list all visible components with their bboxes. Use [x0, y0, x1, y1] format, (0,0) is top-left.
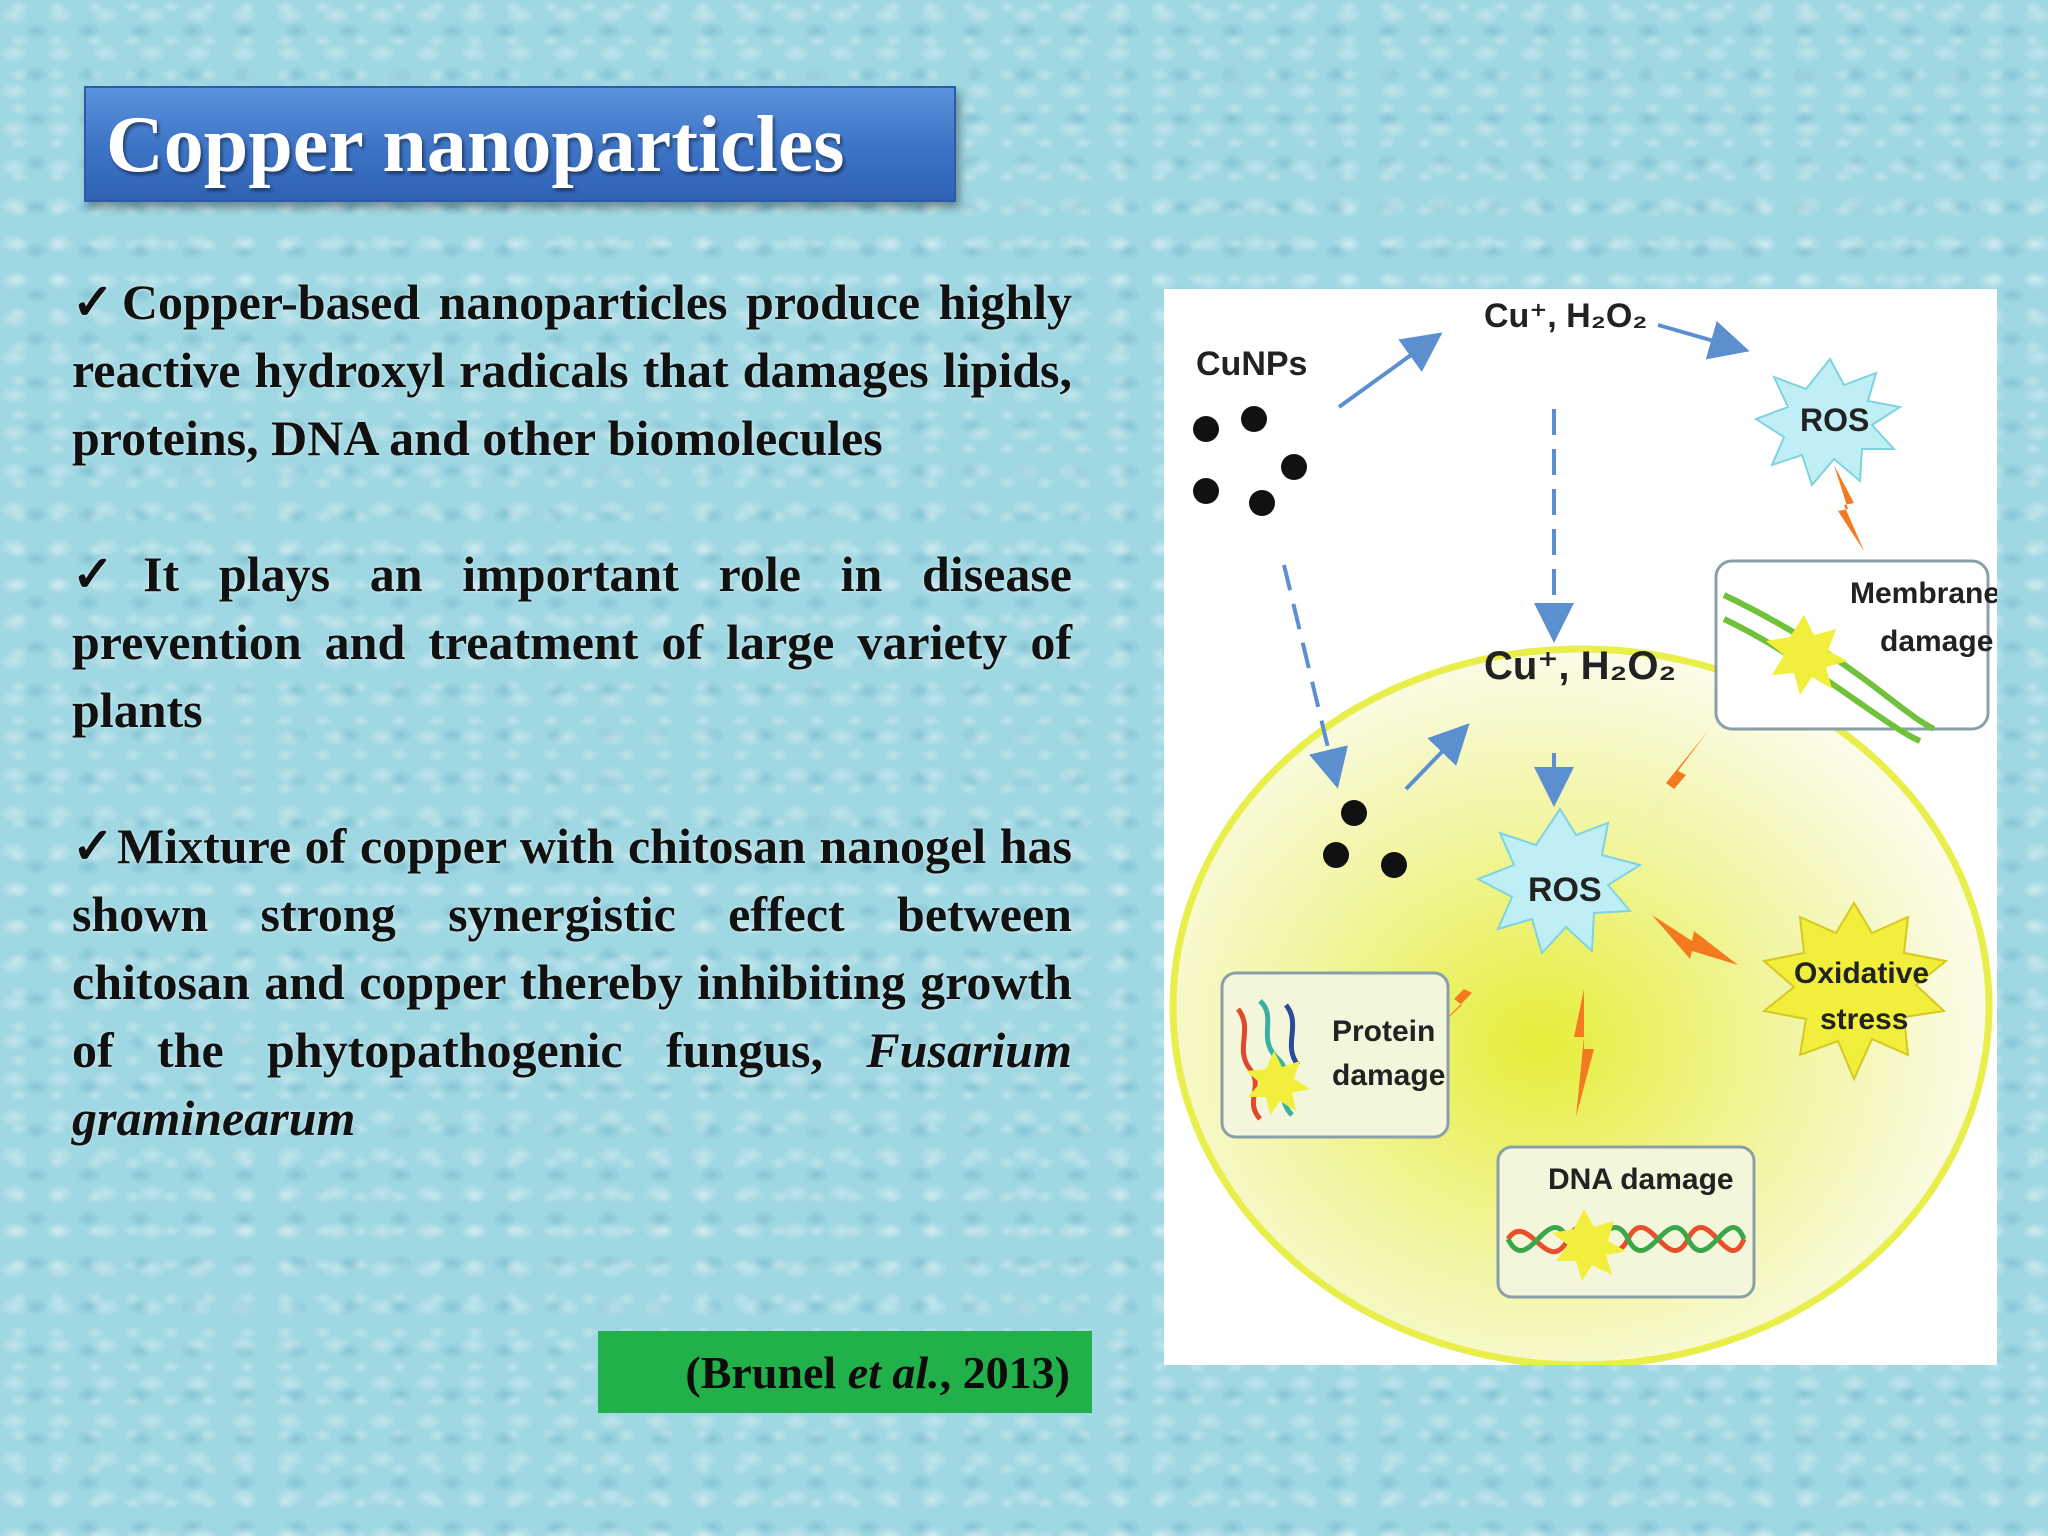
- lightning-icon-to-membrane: [1640, 731, 1708, 829]
- lightning-icon-to-dna: [1574, 989, 1594, 1117]
- membrane-label-line1: Membrane: [1850, 577, 1997, 610]
- dna-damage-label: DNA damage: [1548, 1163, 1734, 1196]
- ros-outside-label: ROS: [1800, 402, 1869, 438]
- arrow-inner-np-to-cu: [1404, 723, 1470, 791]
- check-icon: ✓: [72, 274, 120, 330]
- lipid-bilayer-icon: [1722, 592, 1936, 744]
- lightning-icon-to-oxidative: [1652, 915, 1738, 965]
- arrow-cunps-into-cell: [1282, 564, 1348, 789]
- citation-open: (Brunel: [685, 1346, 848, 1398]
- bullet-text: Mixture of copper with chitosan nanogel …: [72, 818, 1072, 1078]
- nanoparticle-cluster-inside: [1323, 800, 1407, 878]
- bullet-list: ✓Copper-based nanoparticles produce high…: [72, 268, 1072, 1152]
- species-name: Fusarium graminearum: [72, 1022, 1072, 1146]
- cunps-label: CuNPs: [1196, 345, 1307, 383]
- ros-burst-outside: [1753, 357, 1903, 488]
- dna-helix-icon: [1505, 1225, 1747, 1255]
- lightning-icon-to-protein: [1426, 957, 1496, 1039]
- protein-label-line1: Protein: [1332, 1015, 1435, 1048]
- mechanism-figure: CuNPs Cu⁺, H₂O₂ ROS Membrane damage Cu⁺: [1164, 289, 1997, 1365]
- ros-burst-inside: [1475, 807, 1643, 955]
- damage-burst-protein: [1246, 1051, 1310, 1115]
- lightning-icon-membrane: [1834, 465, 1864, 551]
- bullet-item-copper-radicals: ✓Copper-based nanoparticles produce high…: [72, 268, 1072, 472]
- damage-burst-membrane: [1766, 615, 1848, 695]
- bullet-item-chitosan-synergy: ✓Mixture of copper with chitosan nanogel…: [72, 812, 1072, 1152]
- ros-inside-label: ROS: [1528, 871, 1602, 909]
- nanoparticle-cluster-outside: [1193, 406, 1307, 516]
- oxidative-stress-burst: [1761, 901, 1949, 1082]
- check-icon: ✓: [72, 546, 142, 602]
- membrane-label-line2: damage: [1880, 625, 1993, 658]
- citation-etal: et al.: [847, 1346, 940, 1398]
- citation-badge: (Brunel et al., 2013): [598, 1331, 1092, 1413]
- citation-close: , 2013): [939, 1346, 1070, 1398]
- bullet-text: Copper-based nanoparticles produce highl…: [72, 274, 1072, 466]
- mechanism-diagram: CuNPs Cu⁺, H₂O₂ ROS Membrane damage Cu⁺: [1169, 297, 1997, 1365]
- cu-h2o2-inside-label: Cu⁺, H₂O₂: [1484, 644, 1676, 688]
- membrane-damage-box: [1714, 559, 1990, 731]
- slide-title: Copper nanoparticles: [106, 101, 845, 189]
- arrow-cu-to-ros: [1657, 320, 1750, 360]
- oxidative-label-line1: Oxidative: [1794, 957, 1929, 990]
- title-banner: Copper nanoparticles: [84, 86, 956, 202]
- check-icon: ✓: [72, 818, 116, 874]
- oxidative-label-line2: stress: [1820, 1003, 1908, 1036]
- cu-h2o2-outside-label: Cu⁺, H₂O₂: [1484, 297, 1647, 335]
- bullet-text: It plays an important role in disease pr…: [72, 546, 1073, 738]
- protein-label-line2: damage: [1332, 1059, 1445, 1092]
- bullet-item-disease-prevention: ✓It plays an important role in disease p…: [72, 540, 1072, 744]
- damage-burst-dna: [1552, 1209, 1626, 1281]
- arrow-cunps-to-cu: [1337, 332, 1443, 409]
